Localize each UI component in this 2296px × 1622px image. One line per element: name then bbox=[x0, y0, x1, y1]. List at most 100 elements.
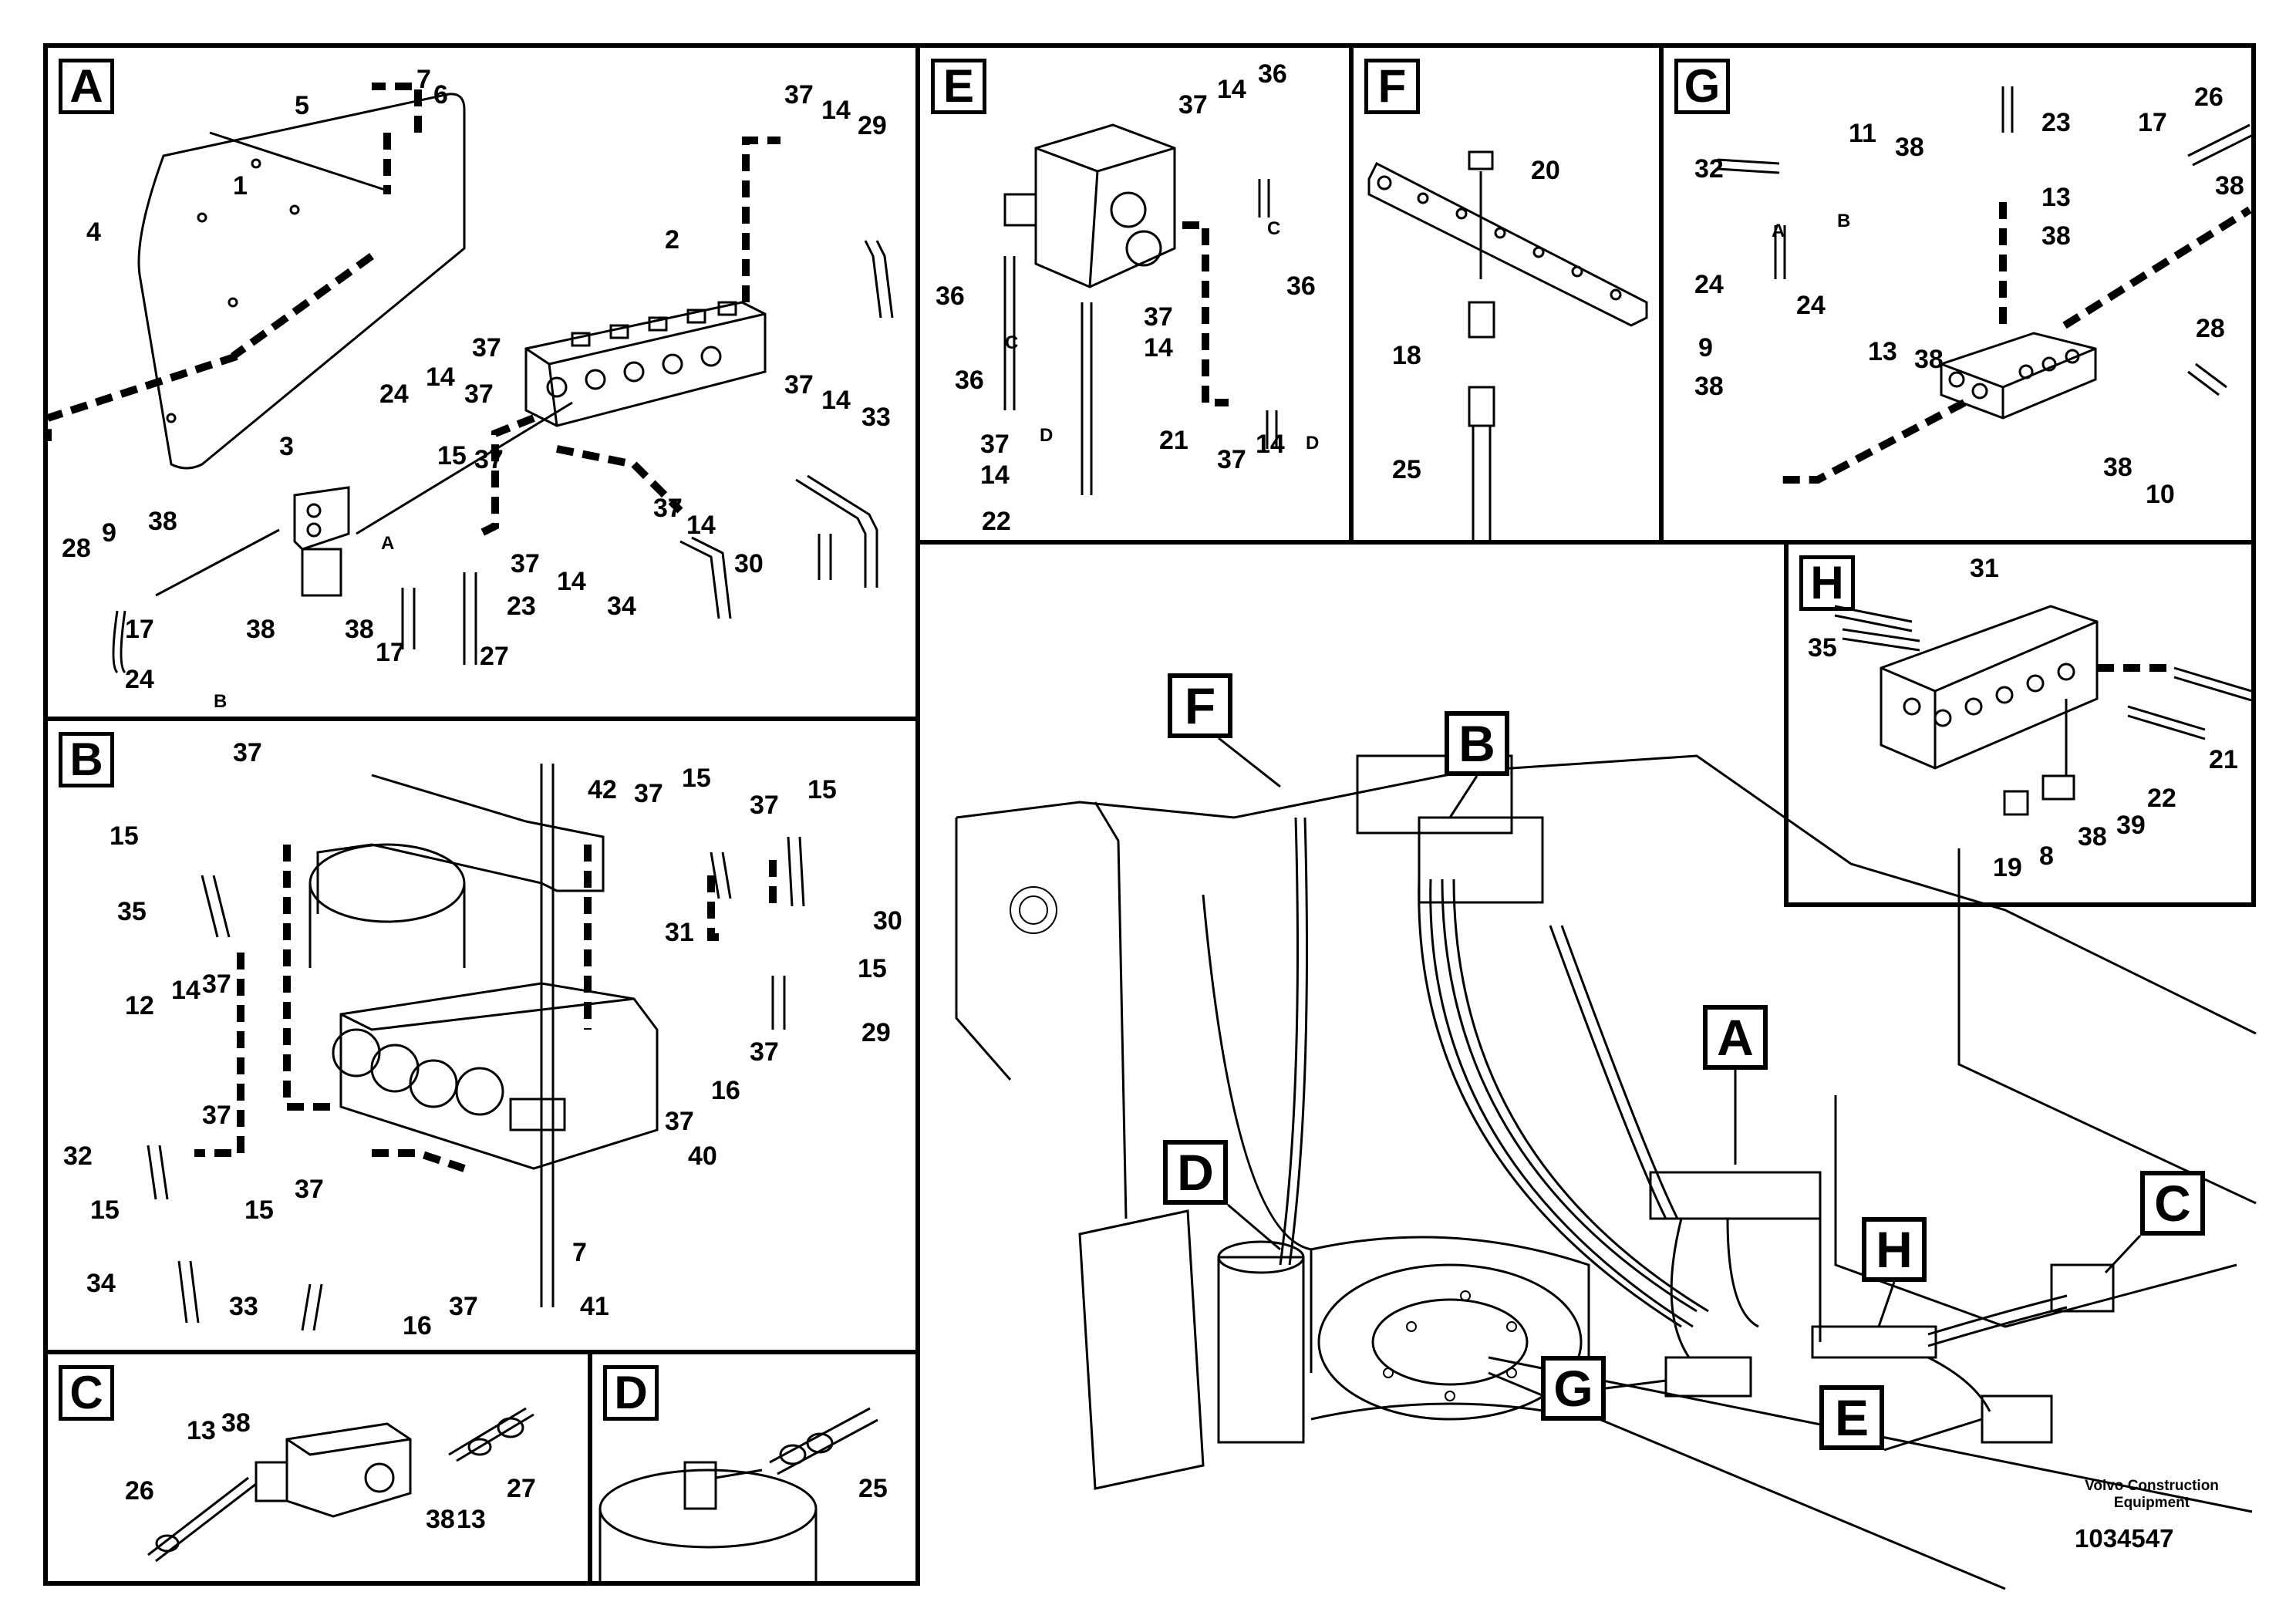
label-f-18: 18 bbox=[1392, 341, 1421, 370]
panel-a-letter: A bbox=[59, 59, 114, 114]
label-b-37d: 37 bbox=[202, 969, 231, 999]
panel-e: E 37 14 36 C 36 C 36 37 14 36 21 bbox=[915, 43, 1354, 545]
panel-e-drawing: 37 14 36 C 36 C 36 37 14 36 21 D 37 14 D… bbox=[936, 59, 1319, 536]
label-a-29: 29 bbox=[858, 111, 887, 140]
label-b-34: 34 bbox=[86, 1269, 116, 1298]
label-a-33: 33 bbox=[861, 403, 891, 432]
label-c-38b: 38 bbox=[426, 1505, 455, 1534]
label-b-33: 33 bbox=[229, 1292, 258, 1321]
panel-h: H 31 35 21 22 38 39 19 8 bbox=[1784, 540, 2256, 907]
label-a-15: 15 bbox=[437, 441, 467, 470]
label-g-26: 26 bbox=[2194, 83, 2224, 112]
label-e-36b: 36 bbox=[936, 282, 965, 311]
label-b-37g: 37 bbox=[202, 1101, 231, 1130]
panel-d-letter: D bbox=[603, 1365, 659, 1421]
valve-block-e bbox=[1034, 123, 1176, 288]
panel-c-drawing: 13 38 26 38 13 27 bbox=[125, 1407, 536, 1563]
label-g-24: 24 bbox=[1694, 270, 1724, 299]
label-e-14b: 14 bbox=[1144, 333, 1173, 363]
callout-g: G bbox=[1541, 1356, 1606, 1421]
label-a-4: 4 bbox=[86, 218, 101, 247]
label-b-37b: 37 bbox=[634, 779, 663, 808]
panel-g-drawing: 23 26 32 11 38 17 13 38 A B 38 24 24 13 … bbox=[1694, 83, 2251, 509]
panel-f-letter: F bbox=[1364, 59, 1420, 114]
callout-e: E bbox=[1819, 1385, 1884, 1450]
panel-d-drawing: 25 bbox=[598, 1407, 888, 1581]
brand-line2: Equipment bbox=[2113, 1495, 2190, 1511]
label-b-37: 37 bbox=[233, 738, 262, 767]
label-a-2: 2 bbox=[665, 225, 679, 255]
label-a-14b: 14 bbox=[426, 363, 455, 392]
callout-d: D bbox=[1163, 1140, 1228, 1205]
label-a-17b: 17 bbox=[376, 638, 405, 667]
label-b-15b: 15 bbox=[807, 775, 837, 804]
label-e-D2: D bbox=[1306, 433, 1319, 454]
label-e-C2: C bbox=[1005, 332, 1018, 353]
panel-b-letter: B bbox=[59, 732, 114, 787]
label-c-13b: 13 bbox=[457, 1505, 486, 1534]
label-e-14d: 14 bbox=[980, 460, 1010, 490]
label-a-37g: 37 bbox=[511, 549, 540, 578]
label-b-42: 42 bbox=[588, 775, 617, 804]
label-h-35: 35 bbox=[1808, 633, 1837, 663]
panel-c: C 13 38 26 38 13 27 bbox=[43, 1350, 592, 1586]
label-a-9: 9 bbox=[102, 518, 116, 548]
label-a-3: 3 bbox=[279, 432, 294, 461]
label-b-16: 16 bbox=[711, 1076, 740, 1105]
label-c-27: 27 bbox=[507, 1474, 536, 1503]
label-b-37c: 37 bbox=[750, 791, 779, 820]
label-g-B: B bbox=[1837, 211, 1850, 231]
label-a-37f: 37 bbox=[653, 494, 683, 523]
label-g-13: 13 bbox=[2041, 183, 2071, 212]
document-id: 1034547 bbox=[2075, 1524, 2174, 1553]
label-b-37h: 37 bbox=[295, 1175, 324, 1204]
accumulator-cylinder bbox=[1217, 1256, 1305, 1444]
label-b-15e: 15 bbox=[90, 1195, 120, 1225]
label-a-34: 34 bbox=[607, 592, 636, 621]
label-a-30: 30 bbox=[734, 549, 764, 578]
distribution-block bbox=[1940, 332, 2097, 420]
label-a-17: 17 bbox=[125, 615, 154, 644]
label-e-36d: 36 bbox=[1286, 271, 1316, 301]
plug-20 bbox=[1468, 150, 1494, 170]
label-h-22: 22 bbox=[2147, 784, 2176, 813]
brand-line1: Volvo Construction bbox=[2085, 1478, 2219, 1494]
label-a-1: 1 bbox=[233, 171, 248, 201]
label-g-23: 23 bbox=[2041, 108, 2071, 137]
label-h-38: 38 bbox=[2078, 822, 2107, 851]
mounting-bracket bbox=[316, 774, 605, 914]
mounting-bar bbox=[1367, 161, 1648, 327]
label-c-38: 38 bbox=[221, 1408, 251, 1438]
callout-c: C bbox=[2140, 1171, 2205, 1236]
label-g-9: 9 bbox=[1698, 333, 1713, 363]
mounting-plate bbox=[137, 93, 466, 470]
label-a-7: 7 bbox=[416, 65, 431, 94]
label-g-38: 38 bbox=[1895, 133, 1924, 162]
panel-b-drawing: 37 42 37 15 37 15 15 35 31 30 12 14 37 1… bbox=[63, 738, 902, 1340]
label-a-B: B bbox=[214, 691, 227, 712]
label-g-24b: 24 bbox=[1796, 291, 1826, 320]
label-a-A: A bbox=[381, 533, 394, 554]
label-e-37c: 37 bbox=[1217, 445, 1246, 474]
label-b-7: 7 bbox=[572, 1238, 587, 1267]
label-b-40: 40 bbox=[688, 1141, 717, 1171]
label-g-A: A bbox=[1772, 221, 1785, 241]
label-h-39: 39 bbox=[2116, 811, 2146, 840]
label-e-37: 37 bbox=[1178, 90, 1208, 120]
label-e-36c: 36 bbox=[955, 366, 984, 395]
label-b-37e: 37 bbox=[750, 1037, 779, 1067]
callout-f: F bbox=[1168, 673, 1232, 738]
label-a-14e: 14 bbox=[557, 567, 586, 596]
label-e-14: 14 bbox=[1217, 75, 1246, 104]
panel-e-letter: E bbox=[931, 59, 986, 114]
label-e-C: C bbox=[1267, 218, 1280, 239]
callout-a: A bbox=[1703, 1005, 1768, 1070]
label-b-12: 12 bbox=[125, 991, 154, 1020]
panel-d: D 25 bbox=[588, 1350, 920, 1586]
label-e-21: 21 bbox=[1159, 426, 1188, 455]
label-g-38f: 38 bbox=[2103, 453, 2132, 482]
panel-a-drawing: 5 7 6 1 4 2 37 14 29 37 24 14 37 37 14 3… bbox=[48, 65, 894, 712]
label-g-38c: 38 bbox=[2041, 221, 2071, 251]
label-a-38c: 38 bbox=[345, 615, 374, 644]
label-b-16b: 16 bbox=[403, 1311, 432, 1340]
